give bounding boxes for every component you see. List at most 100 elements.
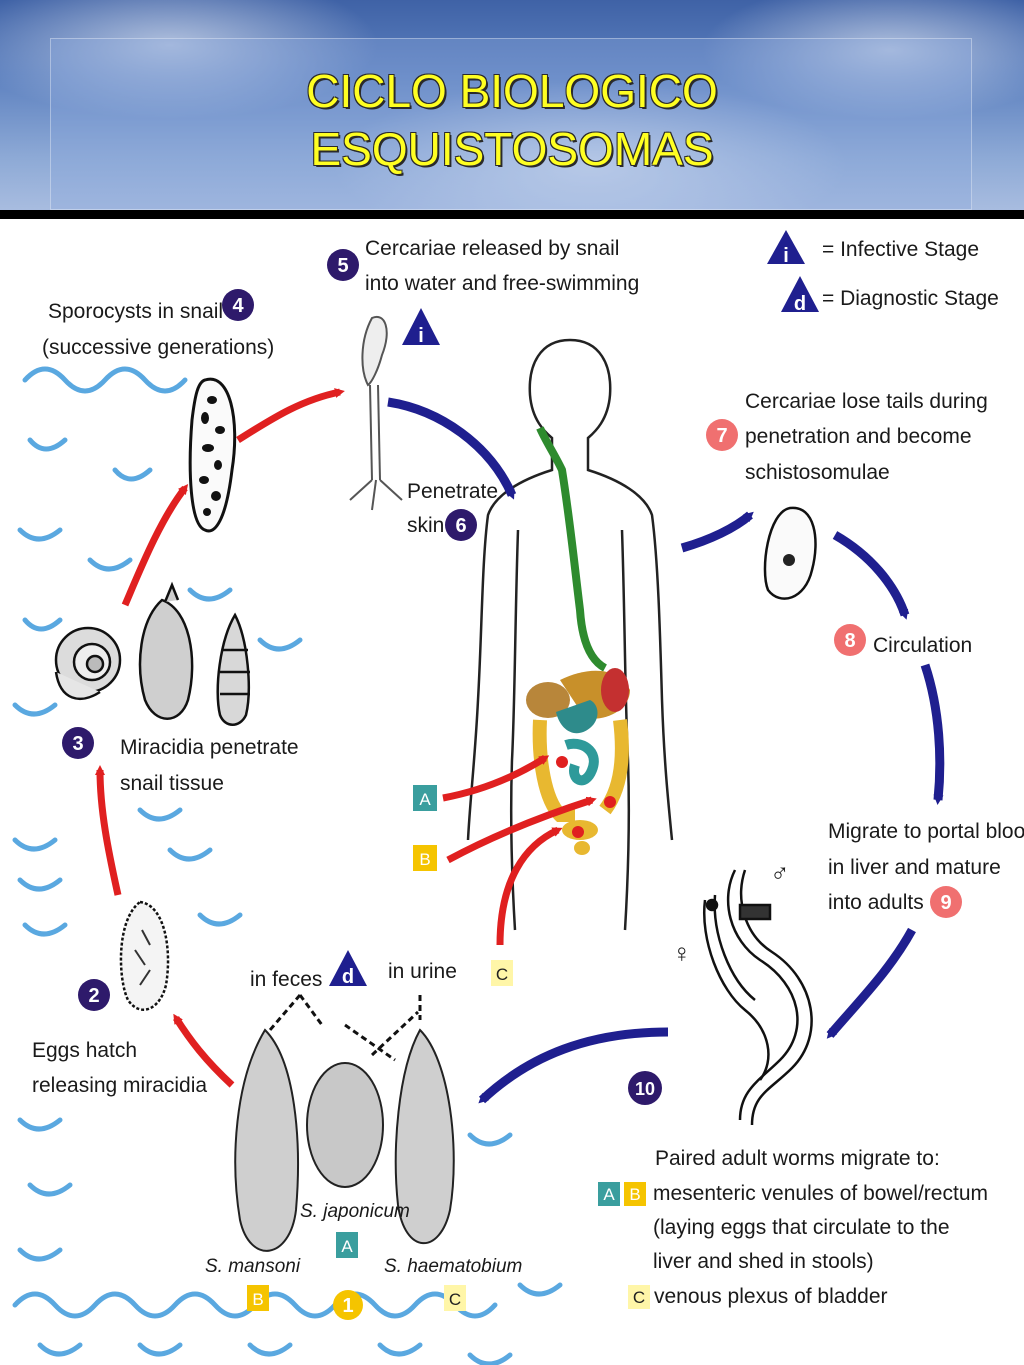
step-3-label-line-2: snail tissue: [120, 772, 224, 795]
s-mansoni-label: S. mansoni: [205, 1256, 301, 1277]
arrow-1-to-2: [173, 1013, 235, 1088]
wave-decoration: [22, 912, 243, 937]
box-b-marker: [624, 1182, 646, 1206]
s-japonicum-egg: [306, 1062, 384, 1188]
step-9-number-circle: [930, 886, 962, 918]
wave-decoration: [17, 1247, 563, 1297]
step-7: Cercariae lose tails during 7 penetratio…: [706, 390, 988, 484]
wave-decoration: [137, 807, 213, 862]
title-line-2: ESQUISTOSOMAS: [310, 123, 714, 175]
step-5-label-line-2: into water and free-swimming: [365, 272, 639, 295]
wave-decoration: [17, 527, 233, 602]
digestive-tract-illustration: [526, 426, 630, 855]
step-7-number-circle: [706, 419, 738, 451]
step-9-label-line-3: into adults: [828, 891, 924, 914]
wave-decoration: [27, 437, 153, 482]
header-divider: [0, 210, 1024, 219]
step-5-number-circle: [327, 249, 359, 281]
small-intestine-shape: [556, 700, 598, 734]
arrow-7-to-8: [832, 531, 910, 620]
s-haematobium-label: S. haematobium: [384, 1256, 522, 1277]
female-symbol: ♀: [672, 938, 692, 968]
colon-shape: [599, 719, 629, 815]
male-symbol: ♂: [770, 858, 790, 888]
step-7-number: 7: [716, 425, 727, 447]
step-6-label-line-2: skin: [407, 514, 444, 537]
title-line-1: CICLO BIOLOGICO: [306, 65, 718, 117]
box-b-text: B: [629, 1185, 640, 1204]
water-waves: [12, 366, 563, 1365]
box-a-body-tag: [413, 785, 437, 811]
stomach-shape: [601, 668, 629, 712]
step-10-label-line-1: Paired adult worms migrate to:: [655, 1147, 940, 1170]
step-10-label-line-4: liver and shed in stools): [653, 1250, 874, 1273]
box-a-egg-tag: [336, 1232, 358, 1258]
infective-label: = Infective Stage: [822, 238, 979, 261]
box-a-body-tag-text: A: [419, 790, 431, 809]
wave-decoration: [22, 617, 303, 652]
step-10-label-line-5: venous plexus of bladder: [654, 1285, 888, 1308]
step-3: 3 Miracidia penetrate snail tissue: [62, 727, 299, 795]
step-4-label-line-2: (successive generations): [42, 336, 274, 359]
dark-arrows: [387, 397, 945, 1104]
arrow-6-to-7: [680, 511, 754, 553]
wave-decoration: [37, 1342, 513, 1365]
step-8: 8 Circulation: [834, 624, 972, 657]
in-feces-label: in feces: [250, 968, 322, 991]
step-8-number-circle: [834, 624, 866, 656]
diagnostic-label: = Diagnostic Stage: [822, 287, 999, 310]
cercaria-illustration: [349, 315, 403, 511]
step-3-label-line-1: Miracidia penetrate: [120, 736, 299, 759]
liver-shape: [526, 682, 570, 718]
step-9-label-line-1: Migrate to portal blood: [828, 820, 1024, 843]
diagnostic-stage-marker-icon: [329, 950, 367, 986]
legend: i = Infective Stage d = Diagnostic Stage: [767, 230, 999, 315]
infective-triangle-icon: [767, 230, 805, 264]
infective-stage-marker-icon: [402, 308, 440, 345]
box-a-egg-tag-text: A: [341, 1237, 353, 1256]
diagnostic-triangle-icon: [781, 276, 819, 312]
box-a-text: A: [603, 1185, 615, 1204]
step-4-label-line-1: Sporocysts in snail: [48, 300, 223, 323]
diagnostic-symbol: d: [794, 293, 806, 315]
box-b-egg-tag-text: B: [252, 1290, 263, 1309]
human-body-illustration: [466, 338, 674, 931]
step-8-label: Circulation: [873, 634, 972, 657]
step-6-number-circle: [445, 509, 477, 541]
step-1-number-circle: [333, 1290, 363, 1320]
arrow-b-to-organ: [446, 796, 597, 864]
title-panel: [50, 38, 972, 210]
infective-stage-marker-symbol: i: [418, 325, 424, 347]
arrow-3-to-4: [121, 484, 189, 607]
box-b-body-tag: [413, 845, 437, 871]
infective-symbol: i: [783, 245, 789, 267]
step-7-label-line-1: Cercariae lose tails during: [745, 390, 988, 413]
s-mansoni-egg: [234, 1028, 299, 1252]
box-c-tag: [491, 960, 513, 986]
box-c-egg-tag-text: C: [449, 1290, 461, 1309]
step-6: Penetrate skin 6: [407, 480, 498, 541]
box-b-body-tag-text: B: [419, 850, 430, 869]
arrow-5-to-6: [387, 397, 517, 500]
arrow-4-to-5: [236, 388, 345, 443]
arrow-10-to-1: [478, 1027, 669, 1104]
step-9-label-line-2: in liver and mature: [828, 856, 1001, 879]
in-urine-label: in urine: [388, 960, 457, 983]
step-6-number: 6: [455, 515, 466, 537]
step-10-label-line-3: (laying eggs that circulate to the: [653, 1216, 950, 1239]
wave-decoration: [12, 837, 63, 892]
snail-shells-illustration: [54, 581, 250, 726]
step-2: 2 Eggs hatch releasing miracidia: [32, 979, 207, 1097]
wave-decoration: [22, 366, 188, 394]
wave-decoration: [12, 702, 58, 717]
step-4-number-circle: [222, 289, 254, 321]
step-7-label-line-3: schistosomulae: [745, 461, 890, 484]
eggs-illustration: [234, 1028, 455, 1252]
step-5-number: 5: [337, 255, 348, 277]
schistosomulum-illustration: [763, 506, 817, 600]
step-5: 5 Cercariae released by snail into water…: [327, 237, 639, 347]
arrow-2-to-3: [95, 765, 122, 896]
step-9: Migrate to portal blood in liver and mat…: [828, 820, 1024, 918]
arrow-a-to-organ: [442, 755, 550, 802]
step-1-number: 1: [342, 1295, 353, 1317]
